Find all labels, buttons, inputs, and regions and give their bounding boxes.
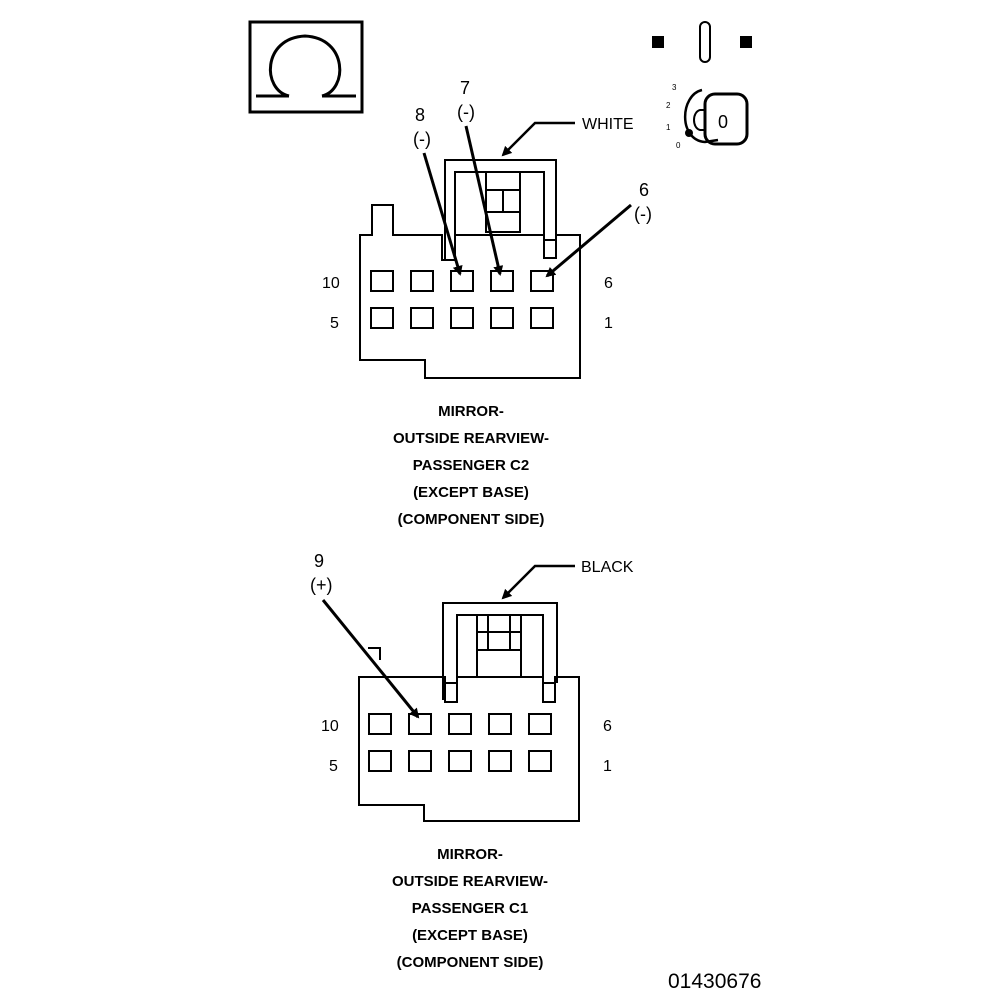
connector-c1-pins	[368, 713, 552, 772]
pin-9	[410, 270, 434, 292]
pin-2	[488, 750, 512, 772]
pin-6	[528, 713, 552, 735]
pin-8	[450, 270, 474, 292]
caption-line: OUTSIDE REARVIEW-	[393, 430, 549, 447]
connector-c1: 10 6 5 1 BLACK 9 (+) MIRROR- OUTSIDE REA…	[310, 551, 634, 971]
caption-line: (EXCEPT BASE)	[413, 484, 529, 501]
connector-c1-body	[358, 676, 580, 822]
caption-line: (COMPONENT SIDE)	[397, 954, 544, 971]
row-label-10: 10	[322, 275, 340, 292]
pin-10	[368, 713, 392, 735]
callout-pin-6: 6	[639, 180, 649, 200]
pin-4	[410, 307, 434, 329]
caption-line: OUTSIDE REARVIEW-	[392, 873, 548, 890]
connector-c1-latch	[442, 602, 558, 703]
row-label-1: 1	[603, 758, 612, 775]
pin-1	[530, 307, 554, 329]
ignition-key-label: 0	[718, 112, 728, 132]
row-label-5: 5	[329, 758, 338, 775]
wire-color-label: BLACK	[581, 559, 634, 576]
figure-id: 01430676	[668, 970, 761, 993]
callout-polarity-7: (-)	[457, 102, 475, 122]
pin-9	[408, 713, 432, 735]
callout-pin-8: 8	[415, 105, 425, 125]
pin-8	[448, 713, 472, 735]
wire-color-leader	[501, 564, 575, 600]
row-label-6: 6	[604, 275, 613, 292]
ignition-key-icon: 0 3 2 1 0	[652, 21, 752, 150]
callout-arrow-6	[545, 203, 632, 278]
pin-1	[528, 750, 552, 772]
wire-color-label: WHITE	[582, 116, 634, 133]
pin-4	[408, 750, 432, 772]
row-label-6: 6	[603, 718, 612, 735]
pin-3	[448, 750, 472, 772]
row-label-1: 1	[604, 315, 613, 332]
callout-pin-7: 7	[460, 78, 470, 98]
pin-7	[488, 713, 512, 735]
row-label-5: 5	[330, 315, 339, 332]
pin-10	[370, 270, 394, 292]
pin-5	[368, 750, 392, 772]
caption-line: (EXCEPT BASE)	[412, 927, 528, 944]
pin-3	[450, 307, 474, 329]
pin-2	[490, 307, 514, 329]
callout-polarity-8: (-)	[413, 129, 431, 149]
caption-line: MIRROR-	[437, 846, 503, 863]
ignition-pos-2: 2	[666, 101, 671, 110]
connector-c1-corner	[368, 647, 381, 660]
callout-arrow-8	[422, 152, 463, 276]
pin-6	[530, 270, 554, 292]
caption-line: (COMPONENT SIDE)	[398, 511, 545, 528]
ignition-pos-1: 1	[666, 123, 671, 132]
callout-pin-9: 9	[314, 551, 324, 571]
connector-c2: 10 6 5 1 WHITE 8 (-) 7 (-) 6 (-) MIRROR-…	[322, 78, 652, 528]
callout-polarity-6: (-)	[634, 204, 652, 224]
ignition-pos-3: 3	[672, 83, 677, 92]
callout-arrow-9	[321, 599, 420, 719]
row-label-10: 10	[321, 718, 339, 735]
pin-7	[490, 270, 514, 292]
wire-color-leader	[501, 121, 575, 157]
connector-c1-caption: MIRROR- OUTSIDE REARVIEW- PASSENGER C1 (…	[392, 846, 548, 971]
connector-c2-pins	[370, 270, 554, 329]
caption-line: MIRROR-	[438, 403, 504, 420]
caption-line: PASSENGER C1	[412, 900, 528, 917]
caption-line: PASSENGER C2	[413, 457, 529, 474]
ignition-pos-0: 0	[676, 141, 681, 150]
connector-c2-caption: MIRROR- OUTSIDE REARVIEW- PASSENGER C2 (…	[393, 403, 549, 528]
connector-c2-latch	[444, 159, 557, 260]
callout-arrow-7	[464, 125, 504, 276]
pin-5	[370, 307, 394, 329]
ohm-symbol-icon	[248, 20, 364, 114]
callout-polarity-9: (+)	[310, 575, 333, 595]
